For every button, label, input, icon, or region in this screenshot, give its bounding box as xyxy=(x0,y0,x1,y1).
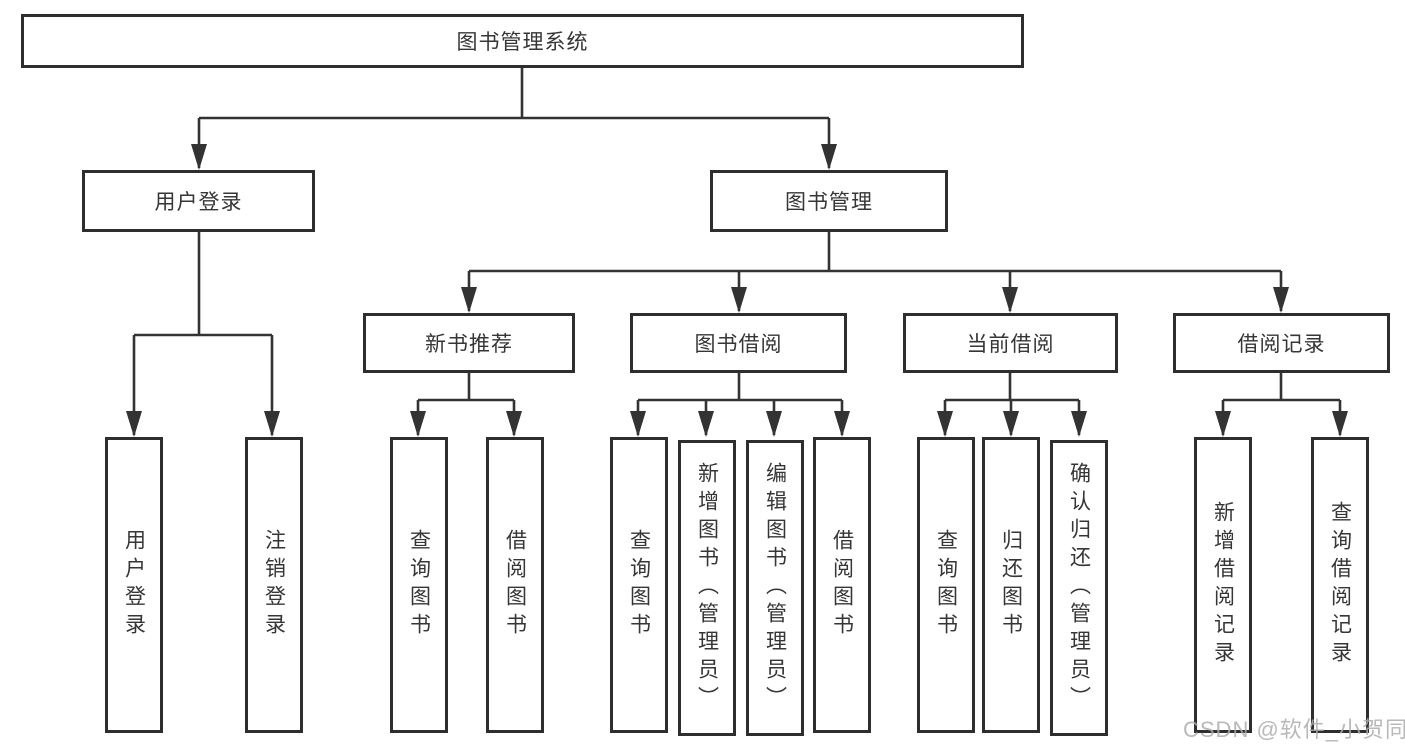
leaf-logout: 注销登录 xyxy=(245,437,303,733)
leaf-query-books-current: 查询图书 xyxy=(917,437,975,733)
node-book-management: 图书管理 xyxy=(710,170,948,232)
node-root: 图书管理系统 xyxy=(21,14,1024,68)
leaf-user-login-label: 用户登录 xyxy=(122,529,146,641)
leaf-query-borrow-record: 查询借阅记录 xyxy=(1311,437,1369,733)
node-book-borrow-label: 图书借阅 xyxy=(694,333,783,356)
leaf-edit-book-admin: 编辑图书（管理员） xyxy=(746,440,804,736)
leaf-query-books-current-label: 查询图书 xyxy=(934,529,958,641)
node-root-label: 图书管理系统 xyxy=(456,31,589,54)
node-user-login-label: 用户登录 xyxy=(154,191,243,214)
leaf-query-books-recommend-label: 查询图书 xyxy=(407,529,431,641)
leaf-logout-label: 注销登录 xyxy=(262,529,286,641)
leaf-return-book-label: 归还图书 xyxy=(999,529,1023,641)
leaf-borrow-books-recommend: 借阅图书 xyxy=(486,437,544,733)
leaf-add-book-admin: 新增图书（管理员） xyxy=(678,440,736,736)
leaf-borrow-book: 借阅图书 xyxy=(813,437,871,733)
arrowhead-icons xyxy=(126,144,1348,437)
leaf-borrow-books-recommend-label: 借阅图书 xyxy=(503,529,527,641)
leaf-user-login: 用户登录 xyxy=(105,437,163,733)
leaf-query-books-borrow-label: 查询图书 xyxy=(627,529,651,641)
leaf-confirm-return-admin-label: 确认归还（管理员） xyxy=(1067,462,1091,714)
leaf-add-book-admin-label: 新增图书（管理员） xyxy=(695,462,719,714)
leaf-add-borrow-record: 新增借阅记录 xyxy=(1194,437,1252,733)
node-current-borrow-label: 当前借阅 xyxy=(966,333,1055,356)
node-new-book-recommend-label: 新书推荐 xyxy=(425,333,513,356)
leaf-query-books-recommend: 查询图书 xyxy=(390,437,448,733)
leaf-return-book: 归还图书 xyxy=(982,437,1040,733)
node-book-management-label: 图书管理 xyxy=(785,191,873,214)
node-borrow-record-label: 借阅记录 xyxy=(1237,333,1326,356)
leaf-edit-book-admin-label: 编辑图书（管理员） xyxy=(763,462,787,714)
csdn-watermark: CSDN @软件_小贺同学 xyxy=(1183,717,1405,742)
node-book-borrow: 图书借阅 xyxy=(630,313,847,373)
node-new-book-recommend: 新书推荐 xyxy=(363,313,575,373)
leaf-query-borrow-record-label: 查询借阅记录 xyxy=(1328,501,1352,669)
leaf-add-borrow-record-label: 新增借阅记录 xyxy=(1211,501,1235,669)
node-borrow-record: 借阅记录 xyxy=(1173,313,1390,373)
leaf-confirm-return-admin: 确认归还（管理员） xyxy=(1050,440,1108,736)
node-user-login: 用户登录 xyxy=(82,170,315,232)
leaf-borrow-book-label: 借阅图书 xyxy=(830,529,854,641)
node-current-borrow: 当前借阅 xyxy=(903,313,1118,373)
leaf-query-books-borrow: 查询图书 xyxy=(610,437,668,733)
